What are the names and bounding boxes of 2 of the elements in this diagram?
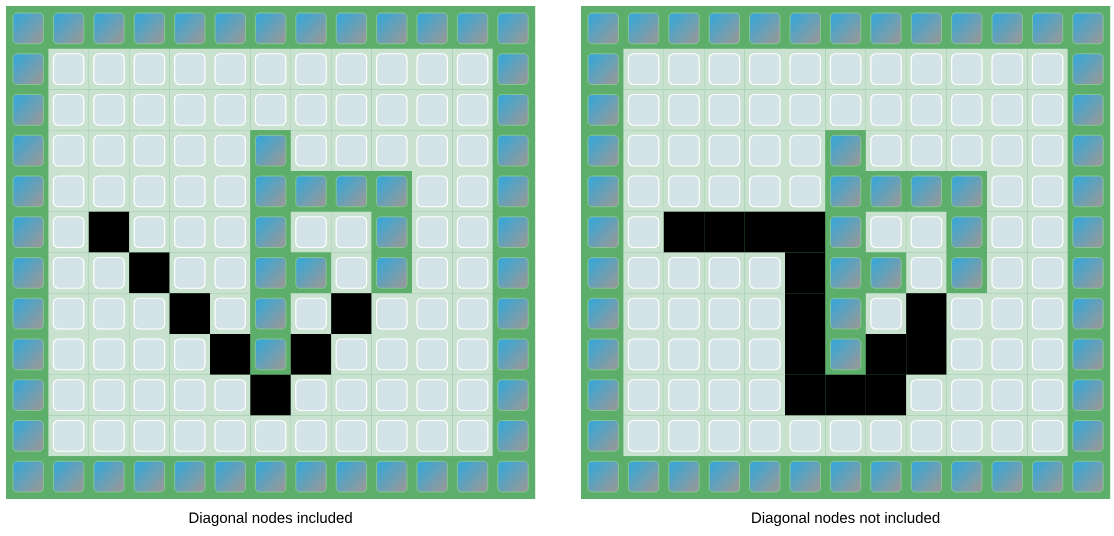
caption: Diagonal nodes included xyxy=(189,512,352,526)
caption: Diagonal nodes not included xyxy=(752,512,940,526)
